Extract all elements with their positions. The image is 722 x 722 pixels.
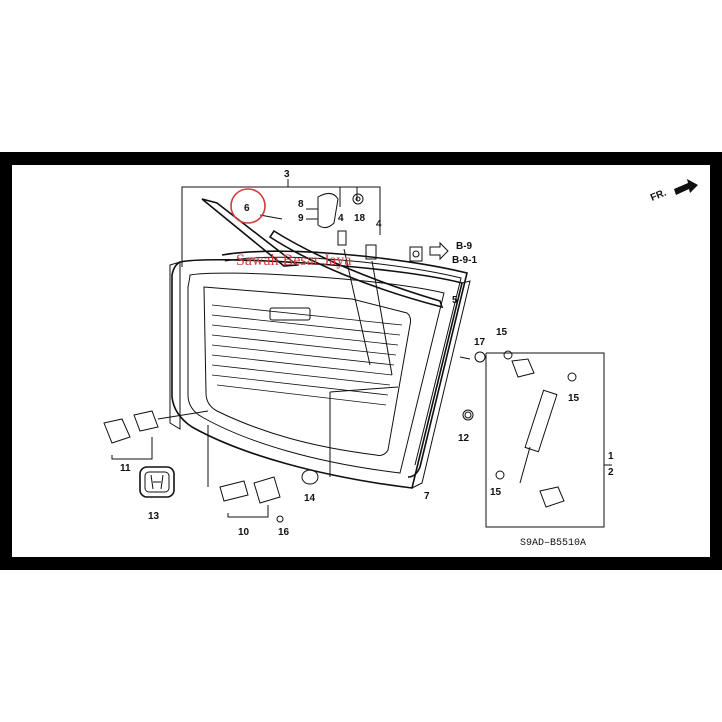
callout-16: 16	[278, 527, 290, 538]
callout-18: 18	[354, 213, 366, 224]
emblem-13	[139, 466, 175, 498]
license-lights-11	[103, 410, 209, 460]
callout-1: 1	[608, 451, 614, 462]
ref-arrow	[429, 241, 449, 261]
callout-8: 8	[298, 199, 304, 210]
callout-15a: 15	[496, 327, 508, 338]
callout-12: 12	[458, 433, 470, 444]
weatherstrip-7	[221, 250, 468, 478]
rear-window-pane	[203, 286, 412, 456]
callout-6: 6	[244, 203, 250, 214]
callout-3: 3	[284, 169, 290, 180]
fr-label: FR.	[649, 187, 668, 203]
hinge-cover-8-9	[306, 193, 339, 229]
diagram-code: S9AD–B5510A	[520, 538, 586, 549]
black-border-frame: 3 6 8 9 4 18 4 5 17 15 15 12 1 2 15 7 14…	[0, 152, 722, 570]
callout-4b: 4	[376, 219, 382, 230]
clips-4-18	[337, 193, 423, 376]
callout-10: 10	[238, 527, 250, 538]
garnish-strip-5	[268, 229, 444, 309]
ref-label-b9: B-9	[456, 241, 473, 252]
hinges-10	[207, 425, 284, 523]
watermark: Sawah Besar Jaya	[236, 252, 352, 269]
parts-diagram-panel: 3 6 8 9 4 18 4 5 17 15 15 12 1 2 15 7 14…	[12, 165, 710, 557]
parts-diagram: 3 6 8 9 4 18 4 5 17 15 15 12 1 2 15 7 14…	[103, 169, 698, 549]
highlight-circle	[230, 188, 266, 224]
callout-15b: 15	[568, 393, 580, 404]
ref-label-b9-1: B-9-1	[452, 255, 477, 266]
callout-15c: 15	[490, 487, 502, 498]
gas-strut-box	[459, 350, 612, 528]
fr-direction-arrow	[674, 179, 698, 195]
group-box-3	[181, 179, 381, 267]
callout-11: 11	[120, 463, 131, 474]
callout-13: 13	[148, 511, 160, 522]
tailgate-glass	[169, 258, 471, 489]
callout-7: 7	[424, 491, 430, 502]
callout-4a: 4	[338, 213, 344, 224]
callout-17: 17	[474, 337, 486, 348]
callout-9: 9	[298, 213, 304, 224]
callout-14: 14	[304, 493, 316, 504]
callout-5: 5	[452, 295, 458, 306]
third-brake-light	[269, 307, 311, 321]
callout-2: 2	[608, 467, 614, 478]
molding-6	[201, 198, 300, 267]
opener-switch-14	[301, 386, 399, 485]
